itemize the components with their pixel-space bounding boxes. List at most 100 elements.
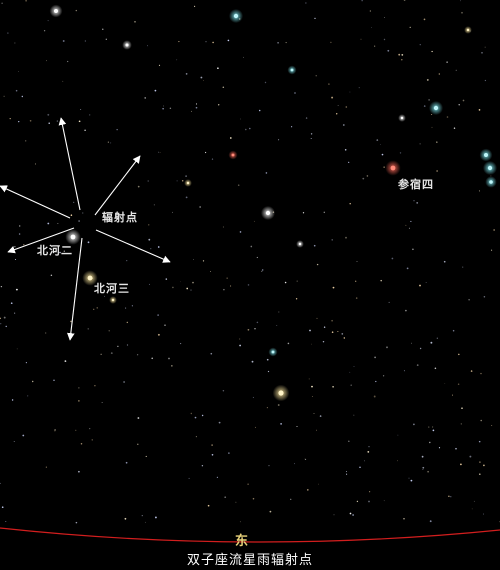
faint-star — [408, 227, 410, 229]
faint-star — [374, 45, 376, 47]
faint-star — [412, 248, 414, 251]
faint-star — [5, 521, 7, 522]
faint-star — [110, 352, 113, 354]
meteor-trail-arrow — [66, 237, 83, 341]
faint-star — [202, 260, 205, 262]
faint-star — [191, 110, 192, 112]
faint-star — [131, 305, 133, 307]
faint-star — [105, 38, 107, 40]
faint-star — [419, 44, 421, 46]
faint-star — [469, 455, 472, 458]
faint-star — [434, 367, 437, 370]
faint-star — [311, 396, 313, 398]
faint-star — [154, 516, 157, 519]
meteor-trail-arrow — [0, 185, 71, 219]
faint-star — [368, 446, 370, 448]
faint-star — [124, 517, 127, 520]
faint-star — [134, 20, 136, 23]
faint-star — [1, 2, 3, 4]
faint-star — [0, 482, 1, 484]
faint-star — [89, 427, 91, 430]
bright-star — [466, 28, 470, 32]
faint-star — [201, 414, 204, 417]
faint-star — [349, 202, 351, 205]
faint-star — [480, 419, 482, 422]
faint-star — [192, 281, 194, 284]
faint-star — [284, 281, 287, 284]
faint-star — [89, 114, 91, 116]
faint-star — [185, 73, 188, 75]
faint-star — [21, 95, 23, 98]
faint-star — [295, 298, 298, 300]
faint-star — [87, 328, 89, 330]
faint-star — [224, 496, 227, 499]
faint-star — [411, 342, 412, 344]
faint-star — [345, 236, 347, 239]
faint-star — [478, 109, 481, 111]
faint-star — [96, 307, 98, 309]
faint-star — [422, 466, 425, 469]
betelgeuse-label: 参宿四 — [398, 178, 434, 191]
faint-star — [462, 266, 464, 268]
faint-star — [369, 491, 371, 493]
faint-star — [258, 109, 261, 112]
faint-star — [64, 360, 67, 362]
faint-star — [285, 42, 287, 44]
faint-star — [331, 331, 334, 333]
faint-star — [460, 463, 462, 466]
faint-star — [349, 91, 351, 93]
faint-star — [54, 429, 56, 431]
faint-star — [348, 161, 350, 163]
faint-star — [471, 508, 473, 510]
faint-star — [176, 180, 178, 182]
faint-star — [94, 385, 96, 387]
faint-star — [256, 256, 258, 259]
faint-star — [75, 521, 78, 524]
faint-star — [294, 92, 296, 94]
faint-star — [305, 117, 308, 119]
faint-star — [493, 229, 495, 231]
bright-star — [111, 298, 115, 302]
faint-star — [157, 333, 160, 336]
bright-star — [400, 116, 404, 120]
faint-star — [310, 137, 312, 140]
faint-star — [460, 0, 461, 2]
faint-star — [413, 423, 415, 426]
east-direction-label: 东 — [235, 534, 249, 549]
faint-star — [468, 299, 470, 301]
faint-star — [429, 520, 432, 523]
faint-star — [336, 113, 338, 115]
faint-star — [356, 500, 359, 503]
faint-star — [460, 423, 462, 425]
faint-star — [438, 447, 441, 449]
faint-star — [287, 342, 290, 345]
faint-star — [150, 248, 152, 250]
faint-star — [458, 104, 460, 106]
faint-star — [483, 513, 484, 515]
faint-star — [443, 260, 446, 263]
faint-star — [361, 0, 363, 2]
faint-star — [426, 78, 429, 81]
faint-star — [384, 17, 386, 19]
faint-star — [323, 211, 326, 214]
faint-star — [316, 429, 318, 431]
faint-star — [201, 465, 204, 467]
faint-star — [125, 461, 128, 464]
bright-star — [265, 210, 271, 216]
faint-star — [205, 151, 207, 154]
faint-star — [413, 186, 414, 188]
faint-star — [34, 163, 37, 165]
bright-star — [54, 9, 58, 13]
faint-star — [276, 325, 278, 326]
faint-star — [200, 76, 203, 79]
faint-star — [145, 455, 147, 457]
faint-star — [148, 283, 150, 285]
faint-star — [398, 53, 401, 56]
faint-star — [310, 133, 313, 135]
faint-star — [296, 280, 298, 282]
faint-star — [22, 434, 25, 437]
faint-star — [190, 412, 192, 415]
faint-star — [110, 142, 112, 144]
faint-star — [101, 402, 103, 403]
faint-star — [360, 38, 362, 40]
